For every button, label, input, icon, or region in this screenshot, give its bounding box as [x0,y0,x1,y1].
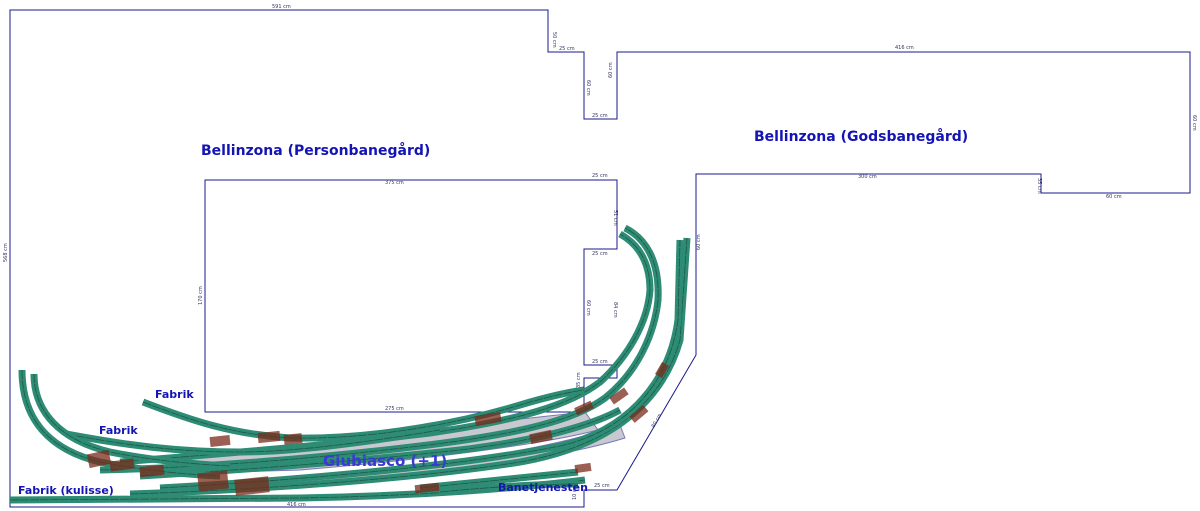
inner-outline [204,179,618,413]
dim-bottom-width: 416 cm [287,502,306,508]
dim-inner-top-right: 25 cm [592,173,608,179]
turnout-10 [529,429,553,445]
label-giubiasco: Giubiasco (+1) [323,452,447,470]
turnout-11 [574,400,594,416]
dim-diag: 80 cm [651,412,664,429]
label-banetjenesten: Banetjenesten [498,481,588,494]
dim-right-side: 60 cm [1191,115,1197,131]
benchwork-outline [9,9,1191,508]
track-banetjenesten-2-ties [439,483,579,493]
dim-gods-lower: 300 cm [858,174,877,180]
dim-inner-right-a: 60 cm [585,300,591,316]
turnout-14 [655,361,669,379]
dim-inner-right-bottom: 25 cm [592,359,608,365]
turnout-5 [234,476,270,496]
dim-inner-left: 170 cm [198,286,204,305]
track-fabrik-middle-ties [65,429,441,453]
dim-notch-inner-right: 60 cm [608,62,614,78]
turnout-8 [283,433,303,445]
dim-inner-right-b: 84 cm [612,302,618,318]
turnout-15 [414,482,440,494]
track-giubiasco-3-ties [139,409,621,477]
turnout-2 [109,458,135,472]
turnout-4 [197,470,229,492]
track-banetjenesten-ties [419,471,579,489]
dim-top-width: 591 cm [272,4,291,10]
track-main-lower-ties [129,237,688,495]
label-fabrik-kulisse: Fabrik (kulisse) [18,484,114,497]
dim-inner-top: 375 cm [385,180,404,186]
label-bellinzona-godsbanegard: Bellinzona (Godsbanegård) [754,128,968,145]
dim-right-top: 416 cm [895,45,914,51]
turnout-3 [139,464,165,478]
turnout-7 [257,430,281,444]
dim-notch-bottom: 25 cm [592,113,608,119]
dim-inner-right-upper: 51 cm [612,210,618,226]
track-giubiasco-1-ties [99,227,659,471]
dim-notch-step: 25 cm [559,46,575,52]
dim-bottom-right-step: 25 cm [594,483,610,489]
turnout-13 [629,405,649,423]
dim-inner-right-low: 35 cm [576,372,582,388]
dim-notch-inner-left: 60 cm [585,80,591,96]
dim-left-height: 568 cm [3,243,9,262]
turnout-9 [474,411,502,427]
dim-inner-bottom: 275 cm [385,406,404,412]
dim-notch-drop: 50 cm [551,32,557,48]
dim-inner-right-top: 25 cm [592,251,608,257]
track-plan [9,224,691,504]
turnout-12 [609,387,629,405]
label-fabrik-middle: Fabrik [99,424,138,437]
track-fabrik-upper-ties [142,389,585,439]
turnout-16 [574,462,592,474]
dim-gods-side: 60 cm [696,234,702,250]
turnout-1 [86,449,112,469]
turnouts [86,361,669,496]
dim-bottom-small: 10 cm [572,484,578,500]
turnout-6 [209,434,231,448]
label-bellinzona-personbanegard: Bellinzona (Personbanegård) [201,142,430,159]
dim-right-step: 35 cm [1036,178,1042,194]
track-fabrik-curve-2-ties [33,373,231,467]
dim-right-bottom: 60 cm [1106,194,1122,200]
label-fabrik-upper: Fabrik [155,388,194,401]
